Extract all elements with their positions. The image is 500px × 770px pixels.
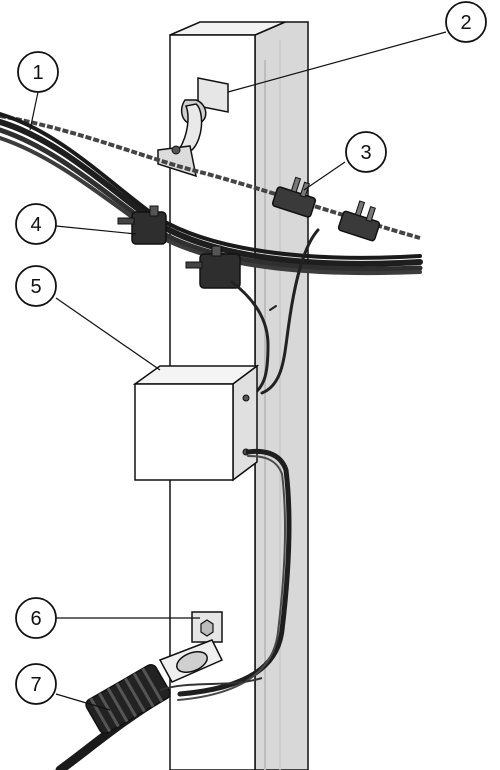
callout-4-label: 4 <box>30 214 41 236</box>
callout-2-label: 2 <box>460 12 471 34</box>
ground-cable-assembly <box>55 663 263 770</box>
ground-bracket <box>158 611 224 683</box>
callout-3: 3 <box>345 131 387 173</box>
leader-lines <box>29 31 447 711</box>
piercing-clamp-lower-1 <box>117 205 167 245</box>
pole-side-face <box>254 21 309 770</box>
piercing-clamp-upper-2 <box>337 200 381 242</box>
callout-6: 6 <box>15 597 57 639</box>
callout-1-label: 1 <box>32 62 43 84</box>
callout-5: 5 <box>15 265 57 307</box>
callout-7-label: 7 <box>30 674 41 696</box>
callout-3-label: 3 <box>360 142 371 164</box>
callout-7: 7 <box>15 663 57 705</box>
callout-4: 4 <box>15 203 57 245</box>
callout-2: 2 <box>445 1 487 43</box>
callout-1: 1 <box>17 51 59 93</box>
down-cable <box>177 448 292 701</box>
ribbed-sleeve <box>85 663 171 735</box>
drop-wires <box>230 228 320 398</box>
callout-6-label: 6 <box>30 608 41 630</box>
callout-5-label: 5 <box>30 276 41 298</box>
messenger-wire <box>0 114 421 240</box>
piercing-clamp-lower-2 <box>185 245 241 289</box>
junction-box <box>132 364 260 482</box>
